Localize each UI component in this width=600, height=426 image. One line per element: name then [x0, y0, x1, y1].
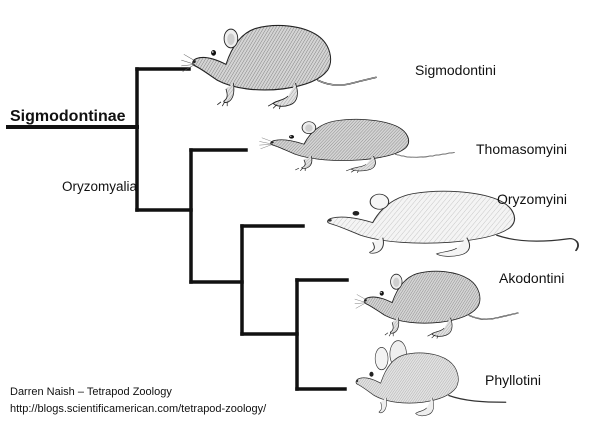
sigmodontini-illustration: [180, 24, 377, 110]
akodontini-illustration: [354, 270, 519, 340]
taxon-label-sigmodontini: Sigmodontini: [415, 62, 496, 78]
root-label: Sigmodontinae: [10, 108, 126, 125]
taxon-label-oryzomyini: Oryzomyini: [497, 191, 567, 207]
phyllotini-illustration: [355, 340, 507, 417]
credit-author: Darren Naish – Tetrapod Zoology: [10, 386, 172, 398]
taxon-label-thomasomyini: Thomasomyini: [476, 141, 567, 157]
tree-branches: [6, 67, 349, 391]
internal-node-label: Oryzomyalia: [62, 179, 138, 194]
thomasomyini-illustration: [258, 118, 455, 174]
credit-url: http://blogs.scientificamerican.com/tetr…: [10, 403, 267, 415]
taxon-label-phyllotini: Phyllotini: [485, 372, 541, 388]
taxon-label-akodontini: Akodontini: [499, 270, 564, 286]
oryzomyini-illustration: [327, 190, 579, 257]
